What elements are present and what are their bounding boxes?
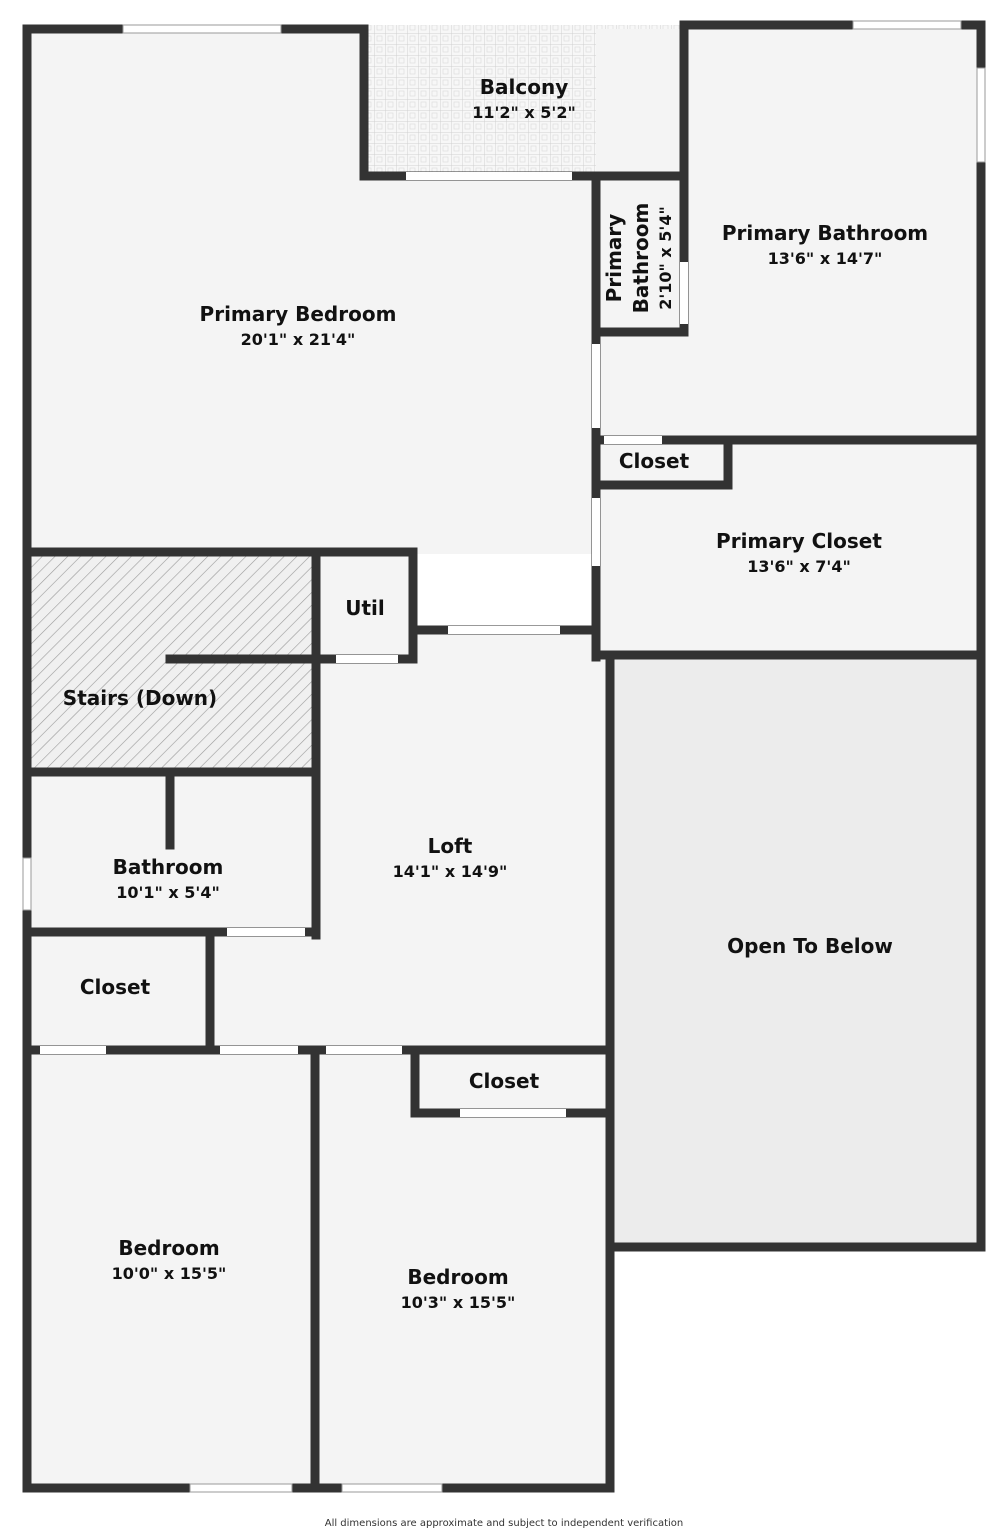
bedroom-right-dims: 10'3" x 15'5"	[401, 1293, 516, 1312]
loft-lower-floor	[210, 932, 320, 1050]
primary-bathroom-small-dims: 2'10" x 5'4"	[656, 206, 675, 310]
labels: Balcony 11'2" x 5'2" Primary Bedroom 20'…	[63, 75, 928, 1312]
bedroom-left-label: Bedroom	[118, 1236, 219, 1260]
door-opening	[460, 1109, 566, 1117]
door-opening	[406, 172, 572, 180]
balcony-label: Balcony	[480, 75, 568, 99]
openings	[22, 20, 986, 1493]
primary-closet-dims: 13'6" x 7'4"	[747, 557, 851, 576]
primary-bathroom-floor	[596, 29, 981, 439]
stairs-label: Stairs (Down)	[63, 686, 217, 710]
bathroom-label: Bathroom	[113, 855, 224, 879]
door-opening	[592, 344, 600, 428]
bedroom-right-floor	[315, 1050, 610, 1488]
floors	[27, 25, 981, 1488]
primary-bathroom-dims: 13'6" x 14'7"	[768, 249, 883, 268]
door-opening	[680, 262, 688, 324]
loft-label: Loft	[428, 834, 473, 858]
door-opening	[220, 1046, 298, 1054]
door-opening	[227, 928, 305, 936]
closet-left-floor	[27, 932, 210, 1050]
open-to-below-label: Open To Below	[727, 934, 893, 958]
closet-mid-label: Closet	[469, 1069, 540, 1093]
bedroom-left-floor	[27, 1050, 315, 1488]
open-to-below-floor	[612, 655, 981, 1247]
door-opening	[604, 436, 662, 444]
primary-bathroom-small-label-2: Bathroom	[629, 203, 653, 314]
primary-bedroom-label: Primary Bedroom	[200, 302, 397, 326]
primary-bedroom-dims: 20'1" x 21'4"	[241, 330, 356, 349]
util-label: Util	[345, 596, 385, 620]
bedroom-right-label: Bedroom	[407, 1265, 508, 1289]
primary-bathroom-label: Primary Bathroom	[722, 221, 928, 245]
window	[976, 67, 986, 163]
window	[22, 857, 32, 911]
loft-dims: 14'1" x 14'9"	[393, 862, 508, 881]
window	[189, 1483, 293, 1493]
bathroom-dims: 10'1" x 5'4"	[116, 883, 220, 902]
walls	[22, 20, 986, 1493]
door-opening	[592, 498, 600, 566]
door-opening	[326, 1046, 402, 1054]
disclaimer: All dimensions are approximate and subje…	[324, 1518, 684, 1529]
door-opening	[448, 626, 560, 634]
closet-left-label: Closet	[80, 975, 151, 999]
window	[852, 20, 962, 30]
primary-closet-floor	[596, 440, 981, 655]
balcony-dims: 11'2" x 5'2"	[472, 103, 576, 122]
bedroom-left-dims: 10'0" x 15'5"	[112, 1264, 227, 1283]
primary-closet-label: Primary Closet	[716, 529, 882, 553]
door-opening	[40, 1046, 106, 1054]
closet-upper-label: Closet	[619, 449, 690, 473]
loft-floor	[316, 628, 610, 1052]
primary-bathroom-small-label-1: Primary	[602, 214, 626, 303]
window	[122, 24, 282, 34]
window	[341, 1483, 443, 1493]
door-opening	[336, 655, 398, 663]
